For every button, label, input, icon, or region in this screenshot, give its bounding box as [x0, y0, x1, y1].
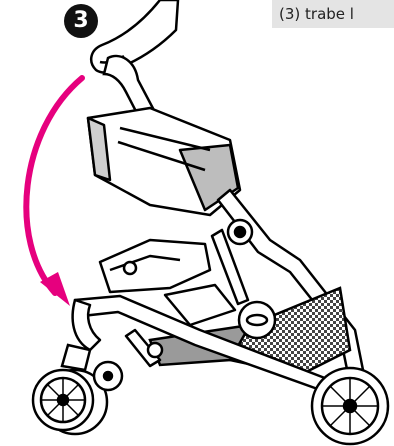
front-wheel [33, 345, 107, 434]
rear-wheel [94, 362, 388, 444]
curved-fold-arrow [26, 78, 82, 306]
canopy [88, 108, 240, 215]
hand-icon [91, 0, 178, 72]
wheel-hub [239, 302, 275, 338]
